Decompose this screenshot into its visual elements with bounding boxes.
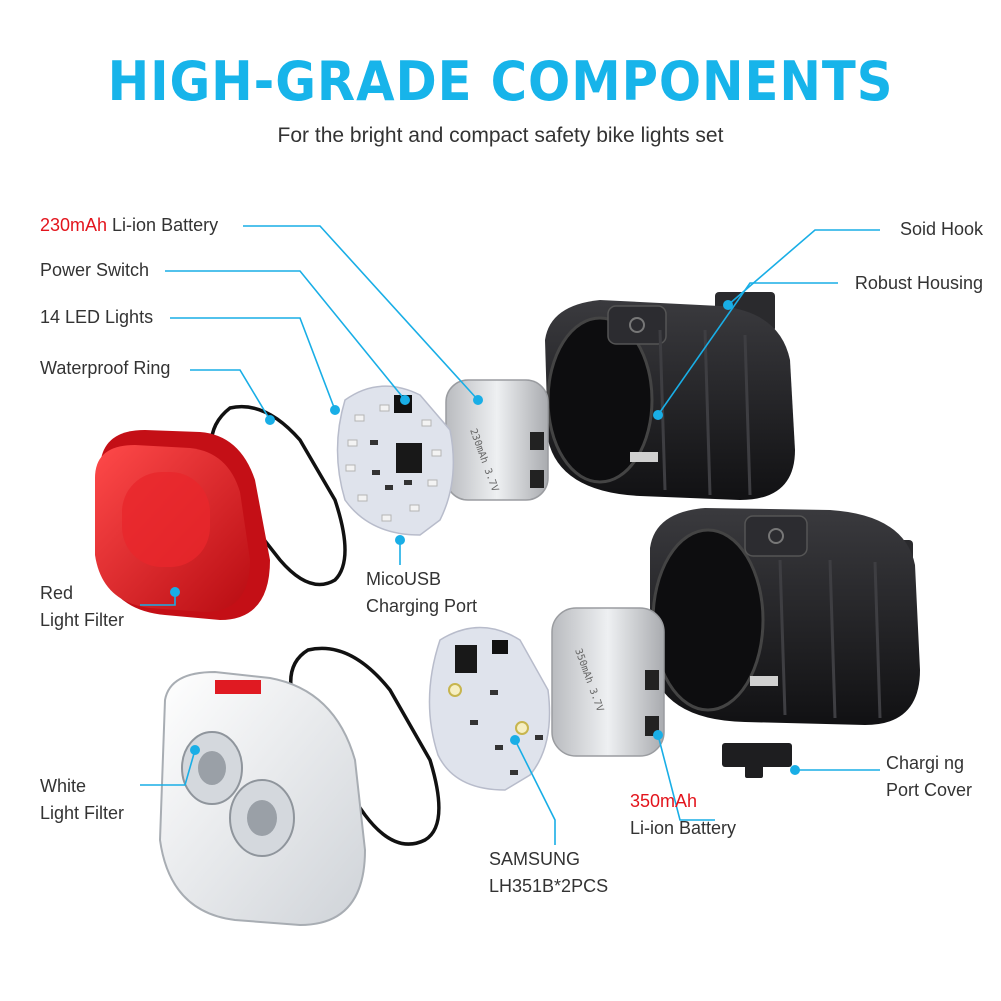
label-charging-cover: Chargi ng Port Cover: [886, 750, 972, 804]
bottom-power-icon: [768, 528, 784, 544]
battery-350-capacity: 350mAh: [630, 791, 698, 811]
charging-port-cover: [722, 743, 792, 778]
label-red-filter: Red Light Filter: [40, 580, 124, 634]
label-micro-usb: MicoUSB Charging Port: [366, 566, 477, 620]
label-white-filter: White Light Filter: [40, 773, 124, 827]
battery-230-capacity: 230mAh: [40, 215, 108, 235]
battery-350mah: 350mAh 3.7V: [551, 607, 665, 757]
red-light-filter: [95, 430, 270, 620]
battery-230-text: Li-ion Battery: [107, 215, 219, 235]
white-filter-line2: Light Filter: [40, 803, 125, 823]
page-title: HIGH-GRADE COMPONENTS: [107, 50, 894, 113]
label-robust-housing: Robust Housing: [854, 273, 983, 293]
charging-cover-line2: Port Cover: [886, 780, 973, 800]
samsung-led-1: [448, 683, 462, 697]
micro-usb-line1: MicoUSB: [366, 569, 442, 589]
label-waterproof-ring: Waterproof Ring: [40, 358, 171, 378]
leader-dots: [170, 300, 800, 775]
battery-230mah: 230mAh 3.7V: [445, 379, 549, 501]
label-samsung-leds: SAMSUNG LH351B*2PCS: [489, 846, 608, 900]
top-power-icon: [629, 317, 645, 333]
label-power-switch: Power Switch: [40, 260, 150, 280]
leader-lines: [140, 225, 880, 845]
samsung-line2: LH351B*2PCS: [489, 876, 609, 896]
micro-usb-line2: Charging Port: [366, 596, 478, 616]
battery-350-text: Li-ion Battery: [630, 818, 737, 838]
label-solid-hook: Soid Hook: [899, 219, 983, 239]
bottom-housing: [650, 508, 920, 725]
samsung-line1: SAMSUNG: [489, 849, 581, 869]
samsung-led-2: [515, 721, 529, 735]
white-light-filter: [158, 670, 367, 927]
page-subtitle: For the bright and compact safety bike l…: [277, 124, 724, 147]
top-power-button: [607, 305, 667, 345]
samsung-led-pcb-board: [428, 626, 551, 791]
red-filter-line1: Red: [40, 583, 74, 603]
label-led-lights: 14 LED Lights: [40, 307, 154, 327]
top-housing: [545, 292, 795, 500]
white-filter-line1: White: [40, 776, 87, 796]
led-pcb-board: [336, 385, 455, 536]
bottom-power-button: [744, 515, 808, 557]
charging-cover-line1: Chargi ng: [886, 753, 965, 773]
label-battery-230: 230mAh Li-ion Battery: [40, 212, 218, 239]
red-filter-line2: Light Filter: [40, 610, 125, 630]
label-battery-350: 350mAh Li-ion Battery: [630, 788, 736, 842]
